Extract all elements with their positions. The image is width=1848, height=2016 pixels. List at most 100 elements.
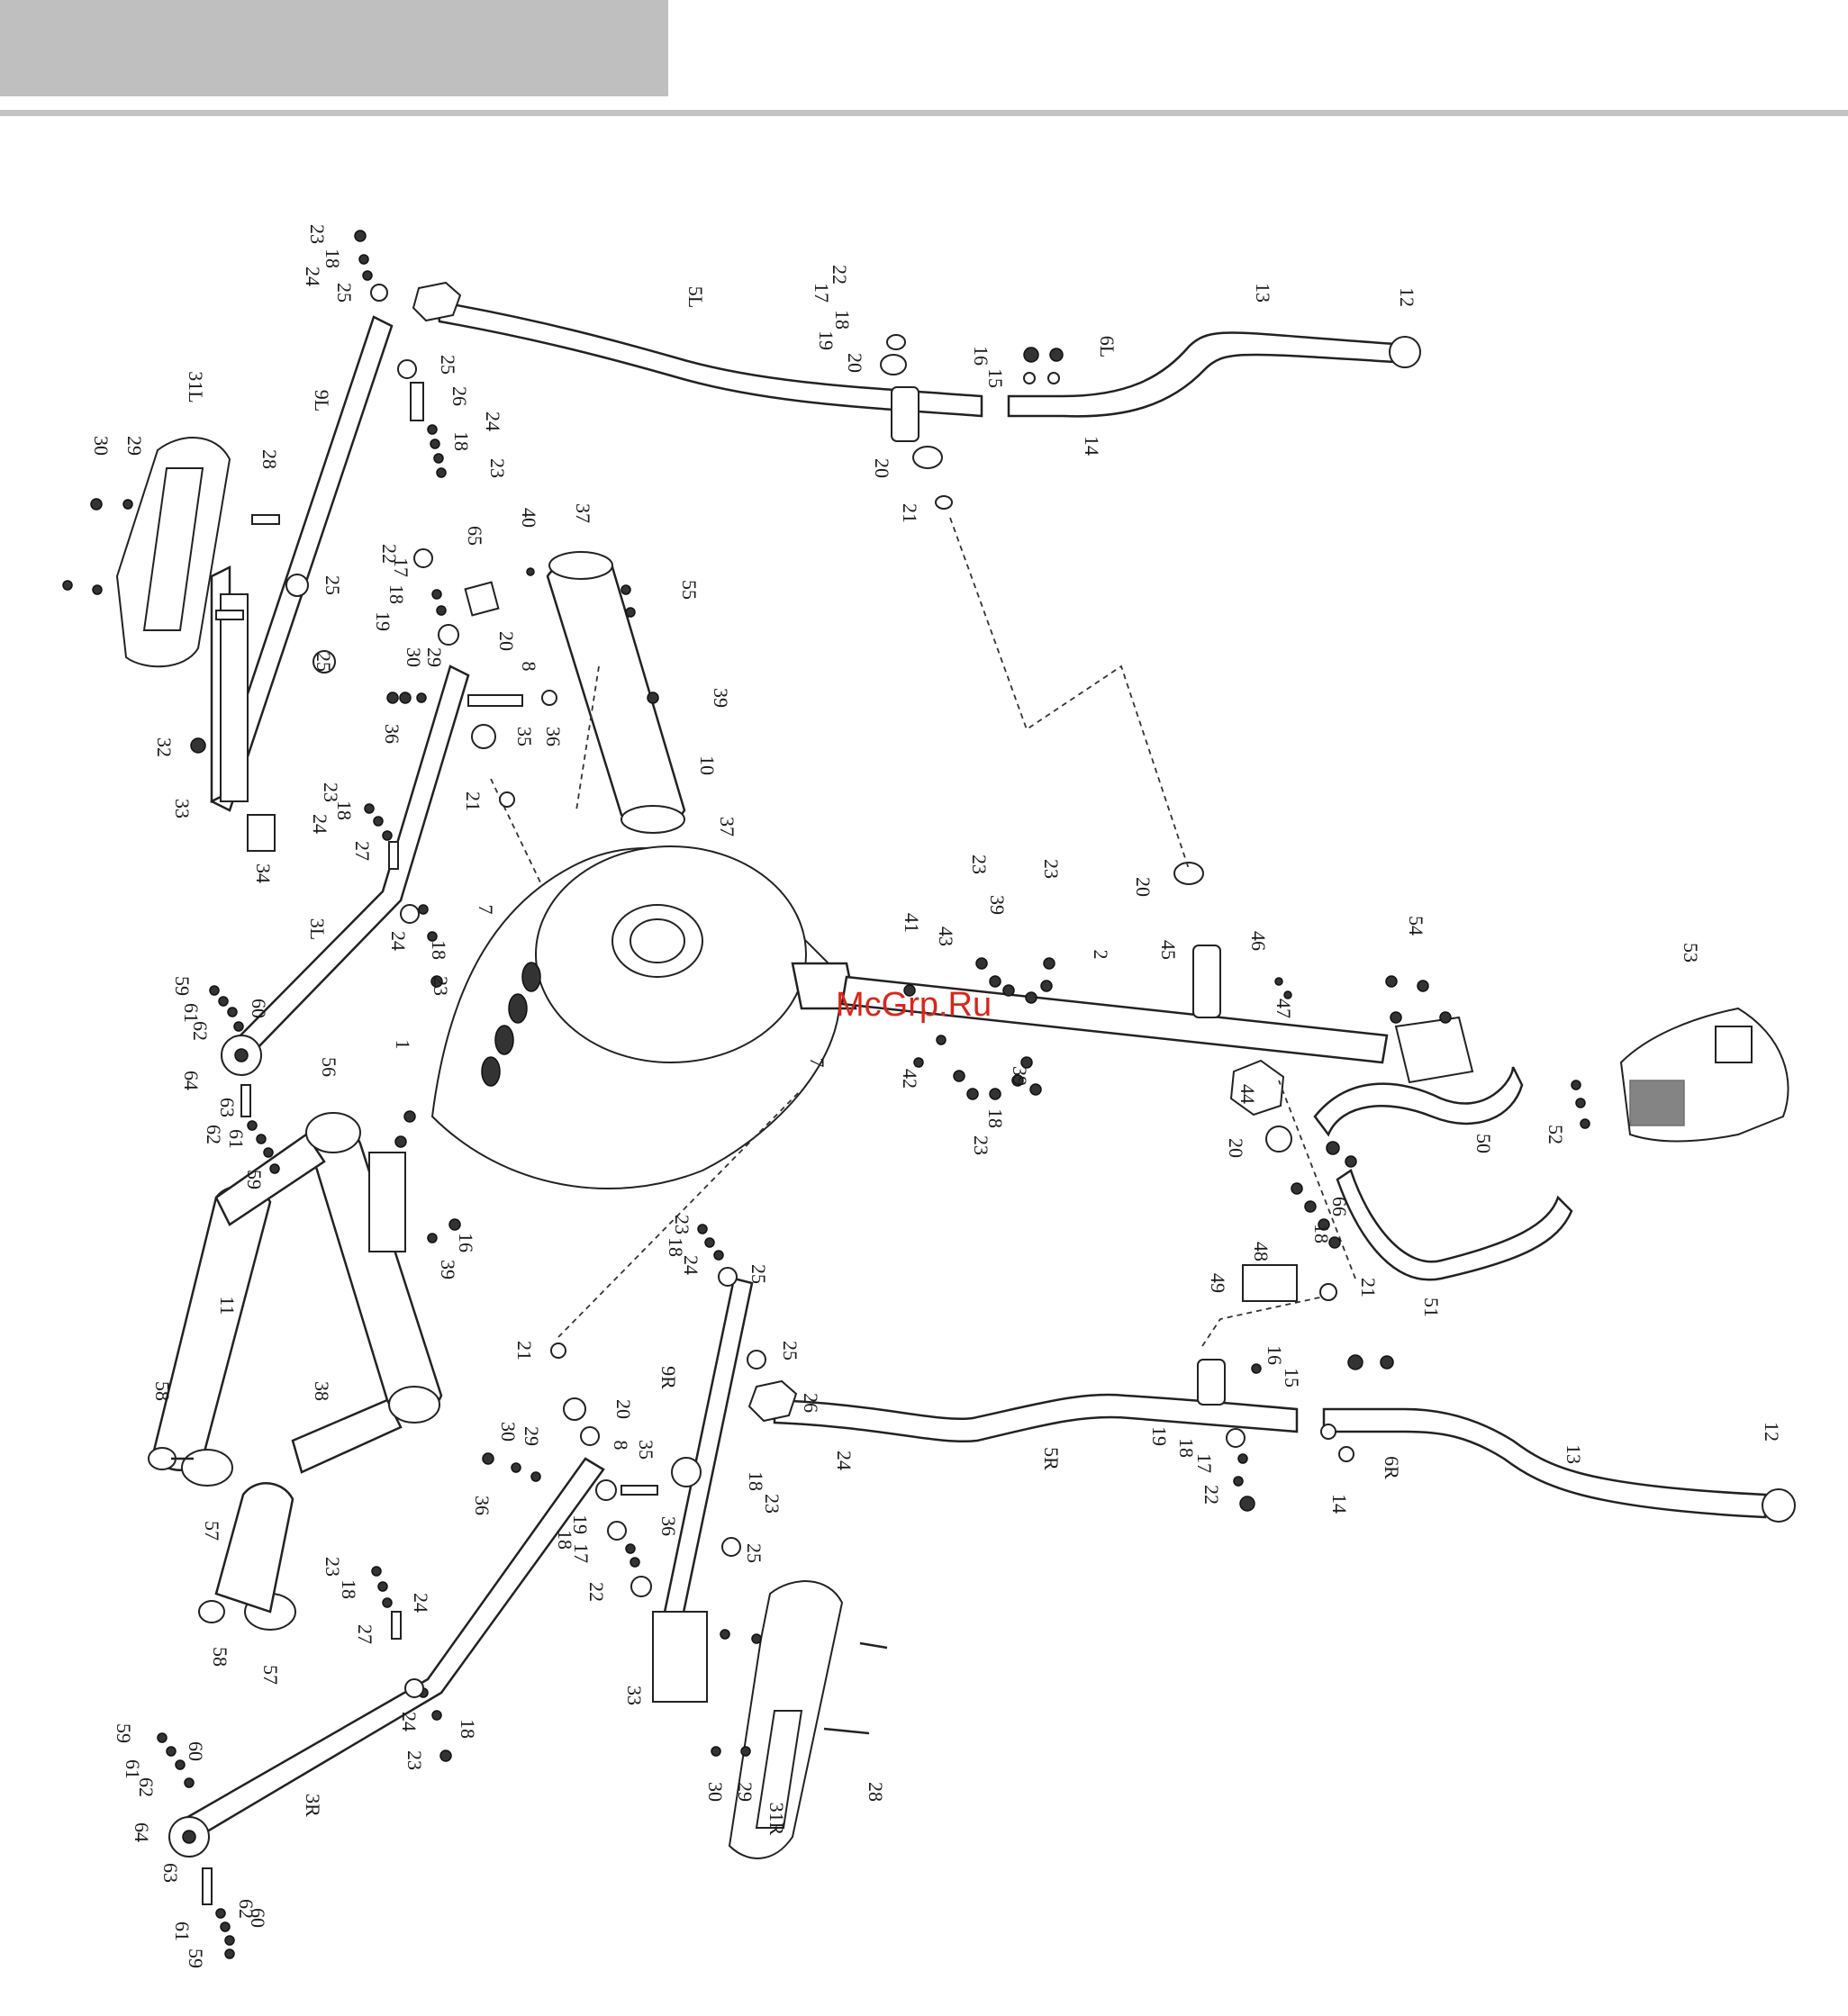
part-number-label: 3R <box>302 1794 324 1817</box>
part-number-label: 18 <box>338 1579 360 1599</box>
part-number-label: 23 <box>1040 859 1063 879</box>
part-number-label: 25 <box>747 1264 770 1284</box>
part-number-label: 22 <box>1200 1485 1223 1505</box>
part-number-label: 63 <box>159 1863 182 1883</box>
part-number-label: 10 <box>696 755 719 775</box>
pedal-31r <box>728 1580 844 1859</box>
part-number-label: 7 <box>806 1058 829 1068</box>
part-number-label: 29 <box>423 647 446 667</box>
part-number-label: 18 <box>745 1471 767 1491</box>
part-number-label: 15 <box>984 368 1007 388</box>
part-number-label: 29 <box>521 1426 543 1446</box>
part-number-label: 5L <box>684 286 707 308</box>
part-number-label: 37 <box>572 503 594 523</box>
part-number-label: 12 <box>1396 287 1418 307</box>
part-number-label: 18 <box>831 310 854 330</box>
part-number-label: 22 <box>378 544 401 564</box>
part-number-label: 23 <box>322 1557 344 1577</box>
part-number-label: 47 <box>1273 999 1295 1018</box>
header-rule <box>0 110 1848 116</box>
part-number-label: 15 <box>1281 1368 1303 1388</box>
part-number-label: 16 <box>1264 1345 1286 1365</box>
part-number-label: 17 <box>1193 1453 1216 1473</box>
part-number-label: 25 <box>333 283 356 303</box>
part-number-label: 20 <box>871 458 893 478</box>
part-number-label: 5R <box>1040 1447 1063 1470</box>
part-number-label: 62 <box>203 1125 225 1144</box>
part-number-label: 18 <box>984 1108 1007 1128</box>
part-number-label: 39 <box>710 688 732 708</box>
part-number-label: 1 <box>392 1040 414 1050</box>
part-number-label: 20 <box>495 631 518 651</box>
part-number-label: 61 <box>225 1129 248 1149</box>
console-mast-2 <box>840 862 1474 1116</box>
part-number-label: 43 <box>935 927 957 946</box>
upright-post-10 <box>546 551 686 834</box>
part-number-label: 36 <box>542 727 565 746</box>
part-number-label: 14 <box>1328 1494 1351 1514</box>
part-number-label: 36 <box>381 724 403 744</box>
part-number-label: 23 <box>306 224 329 244</box>
part-number-label: 17 <box>570 1543 593 1563</box>
part-number-label: 27 <box>351 841 374 861</box>
part-number-label: 62 <box>189 1021 212 1041</box>
part-number-label: 21 <box>462 791 485 811</box>
part-number-label: 58 <box>151 1381 174 1401</box>
part-number-label: 24 <box>398 1712 421 1731</box>
part-number-label: 9L <box>311 390 333 411</box>
part-number-label: 26 <box>800 1393 822 1413</box>
part-number-label: 24 <box>680 1255 702 1275</box>
part-number-label: 60 <box>185 1741 207 1761</box>
part-number-label: 7 <box>475 905 497 915</box>
hardware-fasteners <box>62 230 1590 1959</box>
part-number-label: 13 <box>1252 283 1274 303</box>
part-number-label: 56 <box>318 1057 340 1077</box>
part-number-label: 29 <box>734 1782 756 1802</box>
part-number-label: 44 <box>1237 1084 1259 1104</box>
part-number-label: 25 <box>743 1543 765 1563</box>
part-number-label: 24 <box>302 267 324 286</box>
part-number-label: 27 <box>354 1624 376 1644</box>
handlebar-5l-bushings <box>880 334 1064 510</box>
part-number-label: 23 <box>403 1750 426 1770</box>
handlebar-6l <box>1007 331 1421 418</box>
part-number-label: 23 <box>320 782 342 802</box>
part-number-label: 25 <box>313 652 335 672</box>
part-number-label: 52 <box>1545 1125 1567 1144</box>
part-number-label: 40 <box>518 508 540 528</box>
console-53 <box>1619 1007 1789 1143</box>
part-number-label: 20 <box>1225 1138 1247 1158</box>
part-number-label: 35 <box>513 727 536 746</box>
part-number-label: 19 <box>815 330 838 350</box>
part-number-label: 34 <box>252 863 275 883</box>
part-number-label: 22 <box>585 1582 608 1602</box>
part-number-label: 18 <box>450 431 473 451</box>
part-number-label: 23 <box>761 1494 784 1514</box>
part-number-label: 59 <box>113 1723 135 1743</box>
part-number-label: 17 <box>811 283 833 303</box>
part-number-label: 22 <box>829 265 851 285</box>
part-number-label: 59 <box>185 1948 207 1968</box>
header-gray-block <box>0 0 668 96</box>
part-number-label: 66 <box>1328 1197 1351 1216</box>
part-number-label: 51 <box>1420 1297 1443 1317</box>
part-number-label: 3L <box>306 918 329 940</box>
part-number-label: 25 <box>779 1341 802 1361</box>
part-number-label: 33 <box>623 1686 646 1705</box>
part-number-label: 18 <box>385 584 408 604</box>
part-number-label: 30 <box>403 647 425 667</box>
part-number-label: 36 <box>471 1496 494 1515</box>
part-number-label: 24 <box>482 411 504 431</box>
part-number-label: 57 <box>259 1665 282 1685</box>
part-number-label: 17 <box>390 557 412 577</box>
part-number-label: 63 <box>216 1098 239 1117</box>
part-number-label: 50 <box>1472 1134 1495 1153</box>
part-number-label: 23 <box>968 854 991 874</box>
part-number-label: 39 <box>986 895 1009 915</box>
part-number-label: 21 <box>513 1341 536 1361</box>
part-number-label: 14 <box>1081 436 1103 456</box>
part-number-label: 61 <box>180 1003 203 1023</box>
part-number-label: 26 <box>448 386 471 406</box>
part-number-label: 64 <box>131 1822 153 1842</box>
part-number-label: 20 <box>1132 877 1155 897</box>
